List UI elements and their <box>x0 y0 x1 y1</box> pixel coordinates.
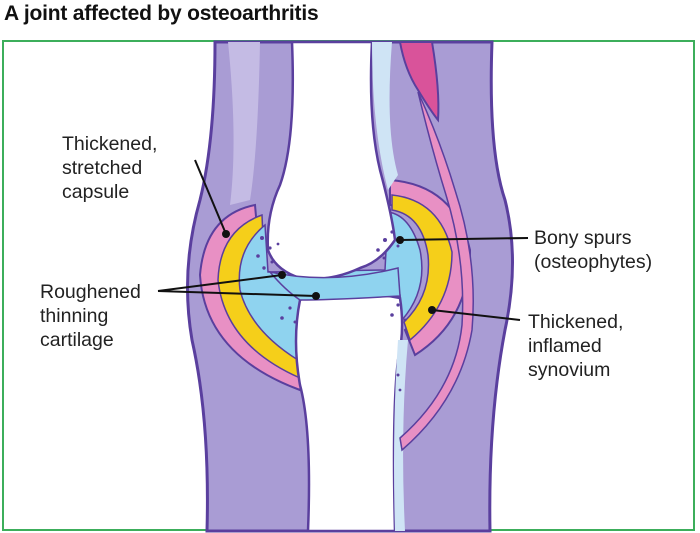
label-synovium: Thickened, inflamed synovium <box>528 311 624 381</box>
muscle <box>398 41 440 123</box>
synovium-layer-right <box>391 194 453 342</box>
cartilage-leader-dot-upper <box>278 271 286 279</box>
cartilage-leader-lower <box>157 290 317 297</box>
cartilage-leader-upper <box>157 274 283 292</box>
lower-bone <box>294 290 404 533</box>
periosteum-strip-lower <box>394 340 408 531</box>
limb-shade <box>228 42 260 205</box>
capsule-leader <box>194 159 227 235</box>
synovium-leader <box>431 309 521 321</box>
cartilage-layer <box>268 267 401 301</box>
periosteum-strip <box>372 42 398 190</box>
label-spurs: Bony spurs (osteophytes) <box>534 227 653 273</box>
label-capsule: Thickened, stretched capsule <box>62 133 158 203</box>
spurs-leader <box>399 237 529 241</box>
leader-lines <box>157 159 529 321</box>
tendon <box>399 91 474 452</box>
synovium-leader-dot <box>428 306 436 314</box>
capsule-leader-dot <box>222 230 230 238</box>
osteophyte-speckles <box>256 230 407 392</box>
figure-title: A joint affected by osteoarthritis <box>4 2 319 25</box>
spurs-leader-dot <box>396 236 404 244</box>
cartilage-leader-dot-lower <box>312 292 320 300</box>
label-cartilage: Roughened thinning cartilage <box>40 281 141 351</box>
